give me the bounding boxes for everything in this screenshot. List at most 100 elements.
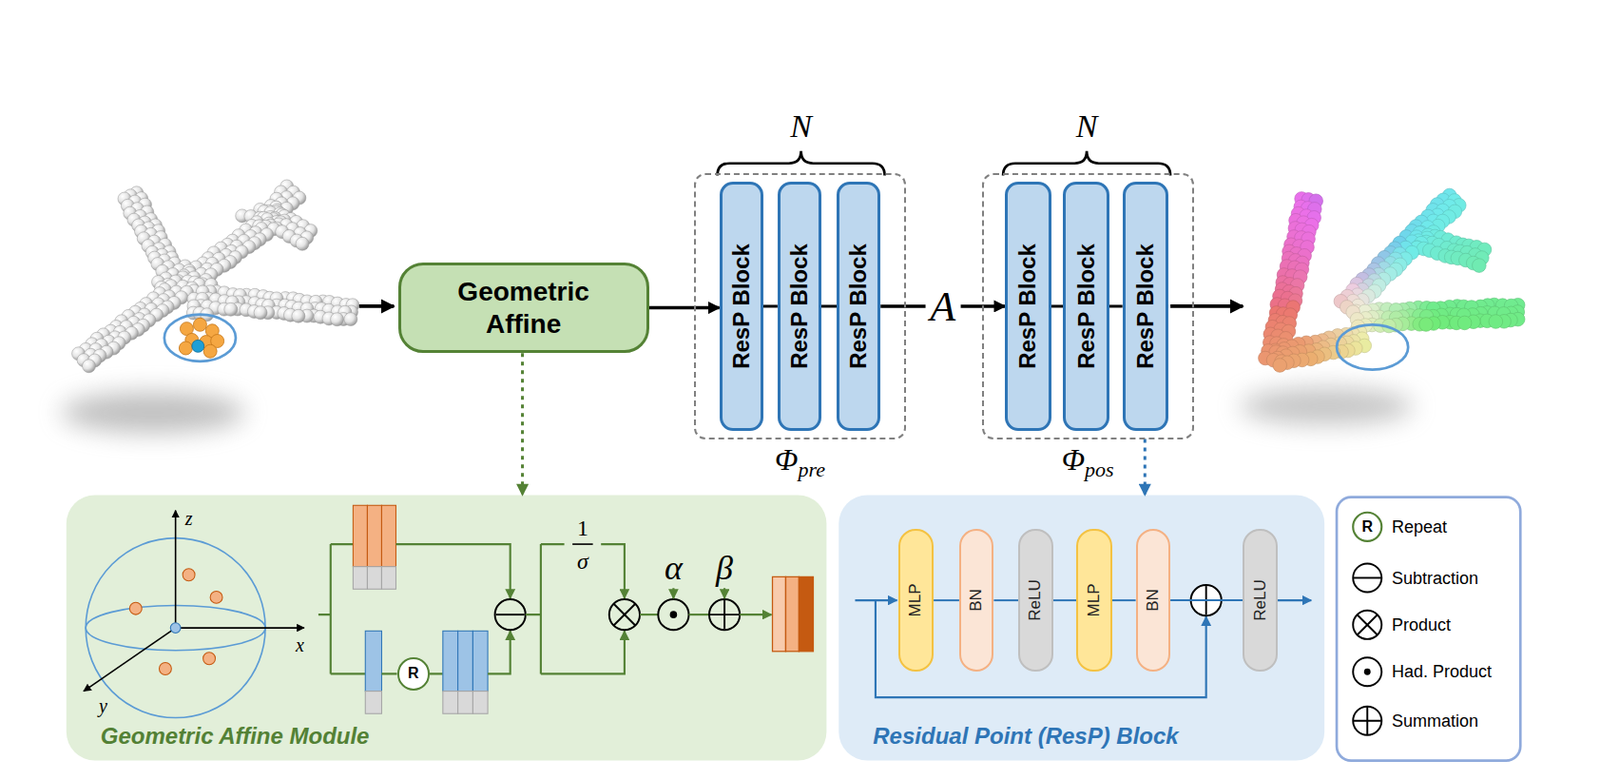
geometric-affine-illustration bbox=[709, 598, 740, 630]
connector bbox=[933, 598, 960, 601]
layer-pill: ReLU bbox=[1242, 528, 1277, 672]
subscript-part: pos bbox=[1084, 457, 1115, 482]
label-holder: α bbox=[664, 547, 683, 588]
geometric-affine-illustration bbox=[639, 613, 658, 616]
panel-ground bbox=[838, 495, 1325, 761]
geometric-affine-illustration bbox=[83, 504, 813, 717]
segmented-point-cloud bbox=[1457, 315, 1472, 330]
connector bbox=[1170, 598, 1243, 601]
geometric-affine-illustration bbox=[472, 691, 488, 714]
brace bbox=[717, 151, 1172, 176]
label-holder: x bbox=[295, 634, 305, 656]
brace bbox=[717, 151, 886, 176]
geometric-affine-illustration bbox=[772, 576, 787, 651]
geometric-affine-illustration bbox=[203, 652, 216, 665]
repeat-circle: R bbox=[397, 656, 430, 690]
legend-box bbox=[1352, 656, 1382, 686]
symbol-part: Φ bbox=[774, 442, 798, 477]
node-text: Φpre bbox=[774, 442, 826, 477]
geometric-affine-illustration bbox=[352, 566, 367, 590]
geometric-affine-illustration bbox=[710, 599, 739, 629]
plain-point-cloud bbox=[224, 302, 238, 316]
text-holder: BN bbox=[1144, 588, 1163, 612]
geometric-affine-illustration bbox=[365, 630, 382, 691]
text-holder: Geometric Affine Module bbox=[100, 723, 370, 749]
legend-box bbox=[1352, 512, 1382, 541]
geometric-affine-illustration bbox=[609, 598, 640, 630]
legend-text: Repeat bbox=[1391, 516, 1447, 536]
node-text: Geometric Affine Module bbox=[100, 722, 370, 749]
geometric-affine-illustration bbox=[352, 504, 367, 566]
axis-label: y bbox=[98, 693, 108, 715]
legend-entry: Had. Product bbox=[1391, 661, 1492, 682]
label-holder: z bbox=[185, 507, 193, 530]
geometric-affine-illustration bbox=[472, 630, 488, 691]
resp-block-illustration bbox=[1277, 598, 1311, 601]
geometric-affine-illustration bbox=[443, 691, 459, 714]
label-holder: y bbox=[98, 693, 108, 716]
plane-shadow bbox=[60, 391, 245, 433]
legend-text: Had. Product bbox=[1391, 661, 1492, 681]
text-holder: Geometric Affine bbox=[433, 275, 615, 340]
connector bbox=[1112, 598, 1137, 601]
highlight-cluster bbox=[178, 341, 193, 355]
geometric-affine-illustration bbox=[129, 601, 142, 615]
text-holder: R bbox=[407, 664, 420, 682]
connector bbox=[1143, 439, 1147, 496]
highlight-cluster bbox=[203, 344, 217, 358]
legend-box bbox=[1352, 562, 1382, 592]
connector bbox=[993, 598, 1019, 601]
geometric-affine-illustration bbox=[174, 510, 177, 628]
plain-point-cloud bbox=[72, 179, 360, 373]
stage-group: ResP BlockResP BlockResP BlockΦpre bbox=[693, 173, 907, 439]
connector bbox=[821, 304, 837, 308]
text-holder: Φpre bbox=[695, 441, 905, 483]
geometric-affine-illustration bbox=[600, 543, 625, 598]
text-holder: Residual Point (ResP) Block bbox=[872, 723, 1178, 749]
label-holder: β bbox=[715, 547, 733, 588]
text-holder: ResP Block bbox=[1133, 243, 1158, 369]
text-holder: MLP bbox=[1085, 583, 1104, 617]
geometric-affine-illustration bbox=[670, 610, 678, 618]
symbol-part: Φ bbox=[1061, 442, 1085, 477]
text-holder: ResP Block bbox=[846, 243, 871, 369]
count-label: N bbox=[1076, 108, 1099, 144]
label-holder: R bbox=[1361, 518, 1373, 536]
legend-box bbox=[1352, 577, 1382, 579]
block-box: ResP Block bbox=[777, 181, 822, 431]
plane-shadow bbox=[1239, 387, 1413, 425]
geometric-affine-illustration bbox=[365, 691, 382, 714]
node-text: ResP Block bbox=[786, 243, 812, 369]
legend-box bbox=[1336, 497, 1521, 761]
label-holder: σ bbox=[577, 548, 589, 575]
operator-label: A bbox=[925, 282, 961, 329]
legend-box bbox=[1352, 610, 1382, 639]
text-holder: BN bbox=[967, 588, 986, 612]
count-label: N bbox=[790, 108, 812, 144]
geometric-affine-illustration bbox=[572, 542, 593, 545]
geometric-affine-illustration bbox=[657, 598, 689, 630]
highlight-cluster bbox=[192, 339, 205, 352]
segmented-point-cloud bbox=[1272, 358, 1288, 373]
node-text: MLP bbox=[1084, 583, 1103, 617]
node-text: Residual Point (ResP) Block bbox=[872, 722, 1178, 749]
segmented-point-cloud bbox=[1419, 317, 1434, 332]
legend-box bbox=[1352, 706, 1382, 735]
geometric-affine-illustration bbox=[175, 626, 305, 629]
block-box: ResP Block bbox=[836, 181, 881, 431]
text-holder: ReLU bbox=[1026, 578, 1045, 620]
parameter-label: α bbox=[664, 548, 683, 587]
plain-point-cloud bbox=[253, 306, 268, 320]
panel-ground bbox=[66, 495, 828, 761]
layer-pill: MLP bbox=[1076, 528, 1113, 672]
brace bbox=[1002, 151, 1171, 176]
text-holder: ReLU bbox=[1251, 578, 1270, 620]
block-box: ResP Block bbox=[1122, 181, 1169, 431]
geometric-affine-illustration bbox=[614, 603, 637, 626]
fraction-denominator: σ bbox=[577, 548, 589, 574]
plain-point-cloud bbox=[295, 236, 309, 251]
geometric-affine-illustration bbox=[182, 568, 195, 581]
segmented-point-cloud bbox=[1488, 314, 1504, 329]
geometric-affine-illustration bbox=[540, 630, 625, 674]
geometric-affine-illustration bbox=[381, 566, 396, 590]
